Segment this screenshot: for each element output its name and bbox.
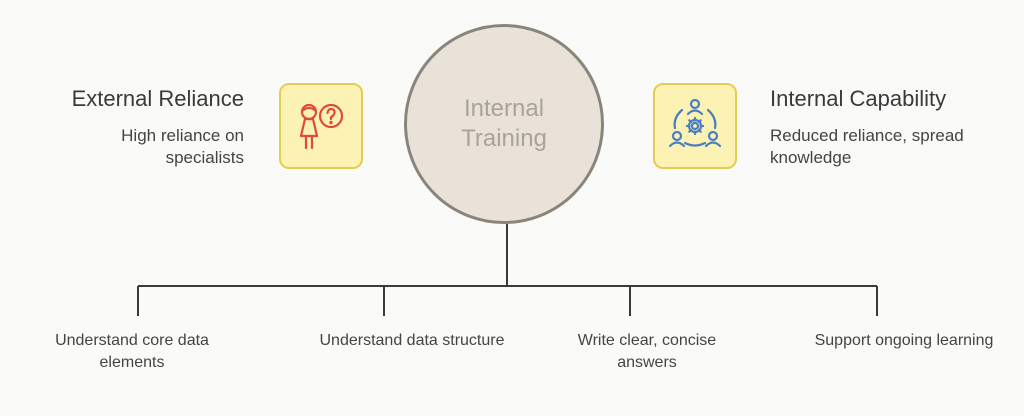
- internal-capability-tile: [653, 83, 737, 169]
- person-question-icon: [299, 103, 344, 150]
- center-node-label: Internal Training: [461, 95, 547, 152]
- leaf-understand-data-structure: Understand data structure: [319, 332, 505, 349]
- team-gear-icon: [668, 98, 722, 148]
- internal-capability-description: Reduced reliance, spread knowledge: [770, 126, 964, 167]
- leaf-support-learning: Support ongoing learning: [814, 332, 994, 349]
- leaf-write-clear-answers: Write clear, concise answers: [577, 332, 717, 371]
- external-reliance-tile: [279, 83, 363, 169]
- external-reliance-description: High reliance on specialists: [121, 126, 244, 167]
- internal-capability-title: Internal Capability: [770, 86, 947, 111]
- center-node: Internal Training: [404, 24, 604, 224]
- leaf-understand-core-data: Understand core data elements: [55, 332, 209, 371]
- external-reliance-title: External Reliance: [71, 86, 244, 111]
